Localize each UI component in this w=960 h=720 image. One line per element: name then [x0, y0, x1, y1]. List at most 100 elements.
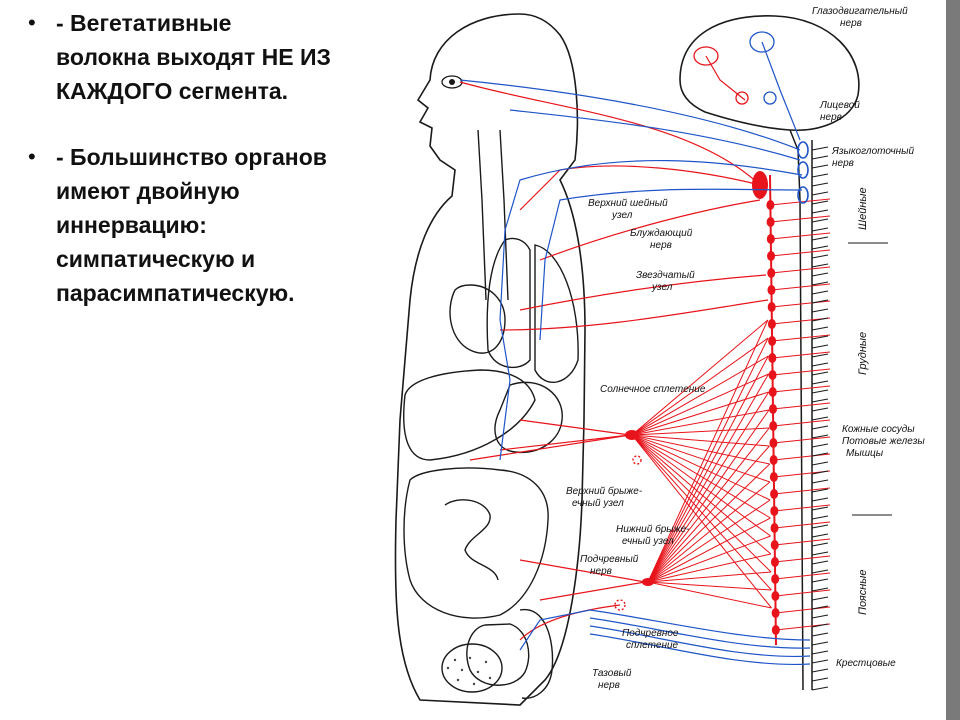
spinal-nerve-tick	[811, 641, 829, 646]
ramus-communicans	[774, 538, 831, 546]
spinal-nerve-tick	[811, 326, 829, 331]
svg-text:ечный узел: ечный узел	[572, 498, 624, 509]
spinal-nerve-tick	[811, 200, 829, 205]
spinal-segment-marks	[811, 146, 829, 691]
ramus-communicans	[774, 504, 831, 512]
solar-plexus-fibers	[631, 319, 772, 609]
sympathetic-ganglia	[766, 198, 831, 635]
spinal-nerve-tick	[811, 650, 829, 655]
svg-text:нерв: нерв	[832, 158, 854, 169]
inferior-mesenteric-ganglion	[642, 578, 654, 586]
diagram-labels: Глазодвигательный нерв Лицевой нерв Язык…	[566, 6, 925, 691]
slide-edge	[946, 0, 960, 720]
spinal-nerve-tick	[811, 659, 829, 664]
liver	[403, 369, 536, 461]
bullet-text: - Вегетативные волокна выходят НЕ ИЗ КАЖ…	[56, 10, 331, 104]
throat-trachea	[477, 129, 509, 301]
solar-plexus	[625, 430, 639, 440]
splanchnic-nerve	[631, 355, 769, 436]
spinal-nerve-tick	[811, 488, 829, 493]
svg-text:Подчревный: Подчревный	[580, 554, 639, 565]
spinal-nerve-tick	[811, 533, 829, 538]
svg-text:Нижний брыже-: Нижний брыже-	[616, 523, 690, 535]
splanchnic-nerve	[631, 319, 769, 436]
ramus-communicans	[774, 521, 831, 529]
splanchnic-nerve	[631, 434, 770, 465]
ramus-communicans	[770, 215, 831, 223]
splanchnic-nerve	[631, 434, 771, 519]
svg-text:Грудные: Грудные	[857, 332, 869, 375]
spinal-nerve-tick	[811, 263, 829, 268]
bullet-item: • - Вегетативные волокна выходят НЕ ИЗ К…	[28, 6, 363, 108]
spinal-nerve-tick	[811, 497, 829, 502]
ramus-communicans	[772, 351, 831, 359]
spinal-nerve-tick	[811, 335, 829, 340]
ramus-communicans	[770, 232, 831, 240]
ramus-communicans	[773, 436, 831, 444]
svg-text:нерв: нерв	[590, 566, 612, 577]
svg-text:Шейные: Шейные	[857, 187, 869, 230]
splanchnic-nerve	[631, 434, 771, 537]
spinal-nerve-tick	[811, 344, 829, 349]
parasympathetic-fibers	[459, 41, 811, 666]
spinal-nerve-tick	[811, 362, 829, 367]
spinal-nerve-tick	[811, 371, 829, 376]
svg-text:Лицевой: Лицевой	[819, 100, 860, 111]
rectum	[519, 608, 554, 699]
spinal-nerve-tick	[811, 173, 829, 178]
spinal-nerve-tick	[811, 290, 829, 295]
splanchnic-nerve	[647, 463, 771, 583]
ramus-communicans	[773, 453, 831, 461]
spinal-nerve-tick	[811, 578, 829, 583]
parasympathetic-ganglia	[797, 141, 809, 204]
organs	[403, 129, 579, 699]
bullet-text: - Большинство органов имеют двойную инне…	[56, 144, 327, 306]
svg-text:Блуждающий: Блуждающий	[630, 228, 693, 239]
spinal-nerve-tick	[811, 155, 829, 160]
body-outline	[394, 13, 586, 706]
ramus-communicans	[771, 266, 831, 274]
splanchnic-nerve	[647, 445, 770, 583]
organ-texture	[446, 656, 492, 686]
spinal-nerve-tick	[811, 182, 829, 187]
svg-text:Кожные сосуды: Кожные сосуды	[842, 424, 915, 435]
sympathetic-fibers	[459, 55, 769, 641]
splanchnic-nerve	[631, 391, 769, 436]
splanchnic-nerve	[647, 427, 770, 583]
spinal-nerve-tick	[811, 614, 829, 619]
spinal-nerve-tick	[811, 308, 829, 313]
spinal-nerve-tick	[811, 515, 829, 520]
svg-text:Мышцы: Мышцы	[846, 448, 884, 459]
splanchnic-nerve	[647, 517, 771, 583]
svg-text:Верхний шейный: Верхний шейный	[588, 198, 668, 209]
spinal-nerve-tick	[811, 245, 829, 250]
eye-icon	[441, 75, 463, 89]
splanchnic-nerve	[631, 434, 772, 591]
ramus-communicans	[772, 385, 831, 393]
splanchnic-nerve	[647, 553, 771, 583]
spinal-nerve-tick	[811, 416, 829, 421]
spinal-nerve-tick	[811, 317, 829, 322]
spinal-nerve-tick	[811, 569, 829, 574]
svg-text:Подчревное: Подчревное	[622, 628, 679, 639]
splanchnic-nerve	[647, 391, 770, 583]
brain-nucleus-vagal	[749, 31, 775, 53]
splanchnic-nerve	[647, 373, 769, 583]
splanchnic-nerve	[631, 434, 772, 573]
svg-text:узел: узел	[611, 210, 633, 221]
splanchnic-nerve	[631, 434, 772, 555]
splanchnic-nerve	[647, 355, 769, 583]
hypogastric-ganglion	[614, 599, 626, 611]
ramus-communicans	[772, 334, 831, 342]
ramus-communicans	[774, 487, 831, 495]
spinal-nerve-tick	[811, 524, 829, 529]
ramus-communicans	[775, 572, 831, 580]
spinal-nerve-tick	[811, 587, 829, 592]
spinal-nerve-tick	[811, 380, 829, 385]
stomach	[494, 381, 563, 454]
brain-outline	[679, 15, 860, 131]
svg-text:нерв: нерв	[840, 18, 862, 29]
spinal-nerve-tick	[811, 236, 829, 241]
spinal-nerve-tick	[811, 470, 829, 475]
